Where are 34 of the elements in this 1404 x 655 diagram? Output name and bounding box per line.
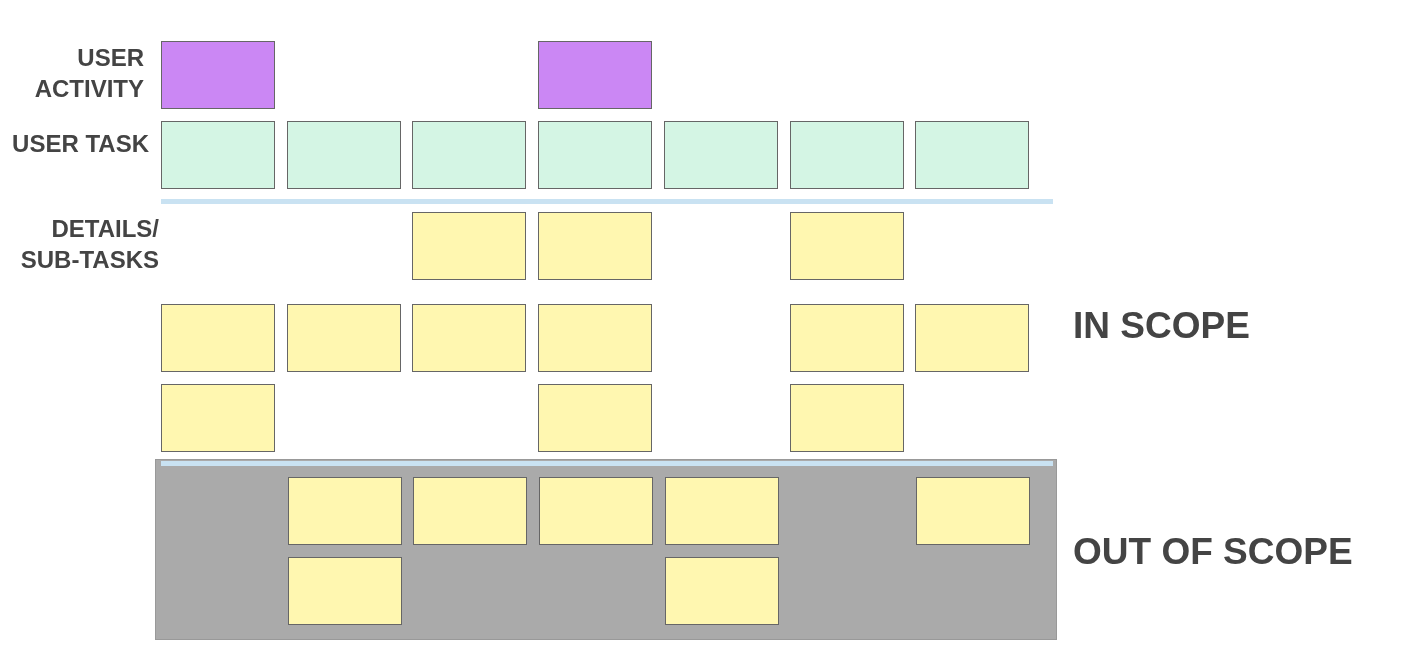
sticky-note bbox=[916, 477, 1031, 545]
sticky-note bbox=[287, 557, 402, 625]
sticky-note bbox=[664, 477, 779, 545]
sticky-note bbox=[538, 384, 653, 452]
sticky-note bbox=[286, 304, 401, 372]
sticky-note bbox=[664, 557, 779, 625]
sticky-note bbox=[161, 304, 275, 372]
sticky-note bbox=[412, 121, 527, 189]
sticky-note bbox=[161, 41, 275, 109]
sticky-note bbox=[161, 121, 275, 189]
sticky-note bbox=[538, 41, 653, 109]
sticky-note bbox=[412, 212, 527, 280]
sticky-note bbox=[413, 477, 528, 545]
sticky-note bbox=[539, 477, 654, 545]
sticky-note bbox=[286, 121, 401, 189]
sticky-note bbox=[287, 477, 402, 545]
sticky-note bbox=[538, 212, 653, 280]
sticky-note bbox=[663, 121, 778, 189]
sticky-note bbox=[412, 304, 527, 372]
sticky-note bbox=[915, 304, 1030, 372]
sticky-note bbox=[161, 384, 275, 452]
scope-label: OUT OF SCOPE bbox=[1073, 531, 1353, 573]
row-label: USER TASK bbox=[11, 129, 149, 159]
sticky-note bbox=[538, 304, 653, 372]
scope-label: IN SCOPE bbox=[1073, 305, 1250, 347]
sticky-note bbox=[915, 121, 1030, 189]
sticky-note bbox=[789, 384, 904, 452]
sticky-note bbox=[789, 304, 904, 372]
sticky-note bbox=[538, 121, 653, 189]
sticky-note bbox=[789, 121, 904, 189]
row-label: DETAILS/ SUB-TASKS bbox=[19, 214, 159, 275]
out-of-scope-band bbox=[155, 459, 1057, 640]
row-label: USER ACTIVITY bbox=[33, 43, 144, 104]
sticky-note bbox=[789, 212, 904, 280]
